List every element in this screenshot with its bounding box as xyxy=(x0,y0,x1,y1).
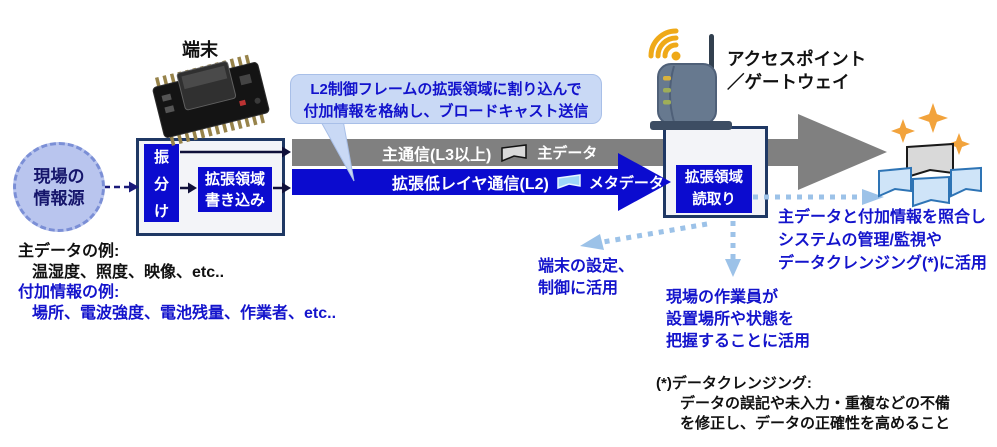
sparkle-icon xyxy=(948,133,970,155)
system-usage-line2: システムの管理/監視や xyxy=(778,232,942,249)
main-comm-row: 主通信(L3以上) 主データ xyxy=(292,139,782,166)
ext-area-write-line1: 拡張領域 xyxy=(204,171,265,188)
device-usage-note: 端末の設定、 制御に活用 xyxy=(538,256,634,300)
sparkle-icon xyxy=(918,103,948,133)
source-arrow xyxy=(104,181,139,193)
reader-to-worker-dotted-arrow xyxy=(725,221,741,277)
examples-block: 主データの例: 温湿度、照度、映像、etc.. 付加情報の例: 場所、電波強度、… xyxy=(18,242,336,324)
ext-comm-row: 拡張低レイヤ通信(L2) メタデータ xyxy=(292,168,792,196)
main-comm-arrow xyxy=(292,114,887,190)
sorter-to-main-arrow xyxy=(180,146,291,158)
main-comm-label: 主通信(L3以上) xyxy=(382,146,492,164)
meta-data-icon xyxy=(557,174,581,190)
field-source-line1: 現場の xyxy=(33,167,85,186)
footnote-line3: を修正し、データの正確性を高めること xyxy=(680,415,951,432)
wifi-icon xyxy=(648,28,681,61)
main-data-icon xyxy=(501,143,528,162)
footnote-line2: データの誤記や未入力・重複などの不備 xyxy=(680,395,951,412)
meta-data-examples-items: 場所、電波強度、電池残量、作業者、etc.. xyxy=(32,304,337,322)
system-usage-line1: 主データと付加情報を照合し xyxy=(778,209,987,226)
main-data-label: 主データ xyxy=(537,145,598,162)
device-usage-line2: 制御に活用 xyxy=(538,280,619,297)
footnote-block: (*)データクレンジング: データの誤記や未入力・重複などの不備 を修正し、デー… xyxy=(656,374,950,434)
main-data-result-icon xyxy=(906,142,954,179)
terminal-label: 端末 xyxy=(182,40,218,60)
ext-area-read-line2: 読取り xyxy=(692,192,736,208)
meta-data-result-icon xyxy=(950,166,982,198)
ext-comm-arrow xyxy=(292,153,671,211)
access-point-label-line1: アクセスポイント xyxy=(727,49,867,69)
meta-data-label: メタデータ xyxy=(588,174,664,192)
ext-comm-label: 拡張低レイヤ通信(L2) xyxy=(392,176,549,193)
ext-area-write-box: 拡張領域 書き込み xyxy=(198,167,272,212)
system-usage-note: 主データと付加情報を照合し システムの管理/監視や データクレンジング(*)に活… xyxy=(778,206,987,275)
main-data-examples-title: 主データの例: xyxy=(18,243,120,260)
ext-area-read-line1: 拡張領域 xyxy=(685,170,743,186)
sorter-to-writer-arrow xyxy=(180,182,197,194)
sparkle-icon xyxy=(891,119,915,143)
reader-to-device-dotted-arrow xyxy=(580,221,708,250)
system-usage-line3: データクレンジング(*)に活用 xyxy=(778,255,987,272)
field-source-ellipse: 現場の 情報源 xyxy=(13,142,105,232)
worker-usage-note: 現場の作業員が 設置場所や状態を 把握することに活用 xyxy=(666,287,810,353)
ap-reader-box: 拡張領域 読取り xyxy=(663,126,768,218)
worker-usage-line1: 現場の作業員が xyxy=(666,289,779,306)
main-data-examples-items: 温湿度、照度、映像、etc.. xyxy=(32,263,225,281)
sorter-box: 振 分 け xyxy=(144,144,179,222)
field-source-line2: 情報源 xyxy=(33,189,85,208)
sorter-char-3: け xyxy=(153,202,169,220)
device-usage-line1: 端末の設定、 xyxy=(538,258,635,275)
antenna-icon xyxy=(709,34,714,70)
meta-data-examples-title: 付加情報の例: xyxy=(18,284,120,301)
sorter-char-2: 分 xyxy=(153,175,169,193)
ext-area-read-box: 拡張領域 読取り xyxy=(676,165,752,213)
ext-area-write-line2: 書き込み xyxy=(204,192,265,209)
access-point-icon xyxy=(648,28,732,130)
worker-usage-line3: 把握することに活用 xyxy=(666,333,811,350)
meta-data-result-icon xyxy=(912,175,950,208)
callout-line1: L2制御フレームの拡張領域に割り込んで xyxy=(310,81,582,98)
access-point-label-line2: ／ゲートウェイ xyxy=(727,72,850,92)
reader-to-system-dotted-arrow xyxy=(753,189,884,205)
callout-bubble: L2制御フレームの拡張領域に割り込んで 付加情報を格納し、ブロードキャスト送信 xyxy=(290,74,602,124)
microcontroller-board-icon xyxy=(152,54,270,146)
worker-usage-line2: 設置場所や状態を xyxy=(666,311,795,328)
sorter-char-1: 振 xyxy=(153,148,169,166)
footnote-line1: (*)データクレンジング: xyxy=(656,375,812,392)
callout-line2: 付加情報を格納し、ブロードキャスト送信 xyxy=(303,103,589,120)
writer-to-ext-arrow xyxy=(273,182,291,194)
meta-data-result-icon xyxy=(878,166,912,198)
access-point-label: アクセスポイント ／ゲートウェイ xyxy=(727,48,866,94)
terminal-box: 振 分 け 拡張領域 書き込み xyxy=(136,138,285,236)
